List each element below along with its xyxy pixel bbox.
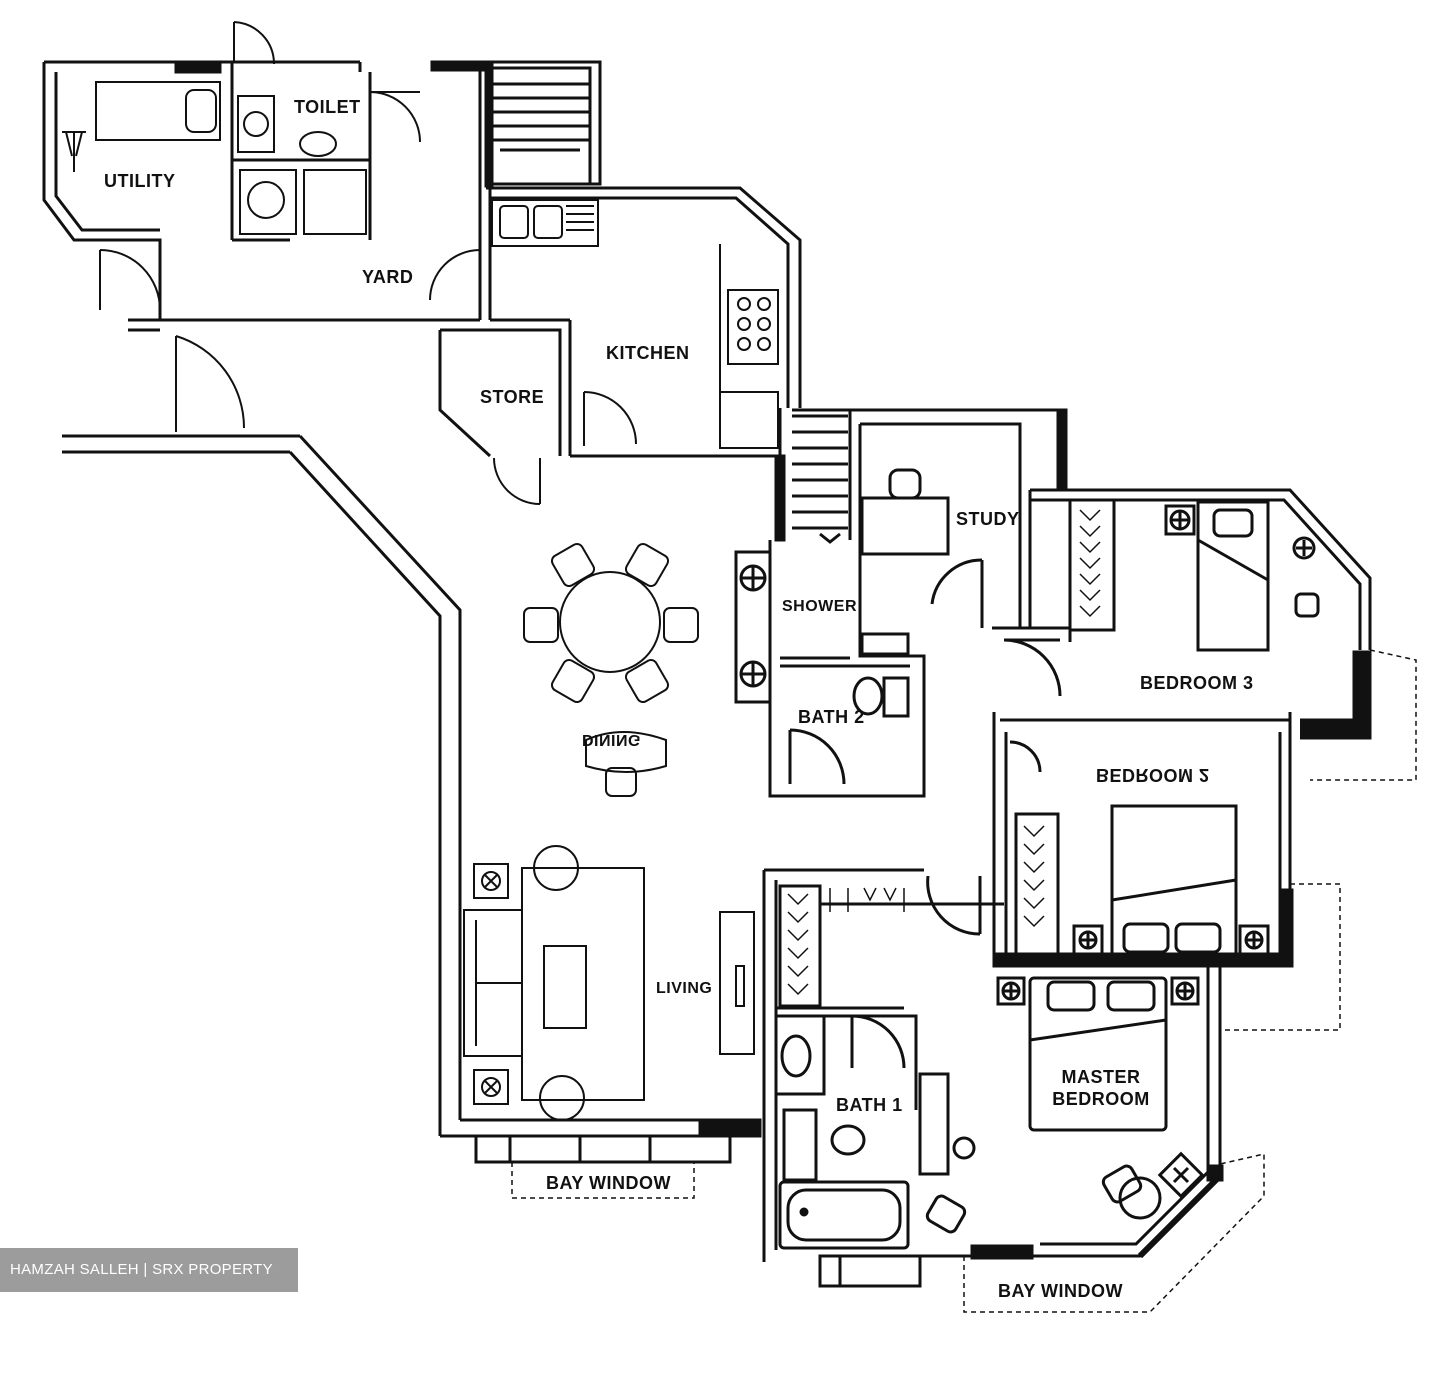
living-walls <box>62 434 762 1199</box>
room-label-yard: YARD <box>362 267 414 287</box>
room-label-living: LIVING <box>656 980 713 997</box>
stairs-top <box>484 60 602 188</box>
room-label-bath-1: BATH 1 <box>836 1095 903 1115</box>
kitchen-walls <box>438 186 802 542</box>
bedroom3-walls <box>992 488 1417 781</box>
master-walls <box>762 868 1265 1313</box>
room-label-dining: DINING <box>582 731 641 748</box>
room-label-bay-window-living: BAY WINDOW <box>546 1173 672 1193</box>
room-label-master-bedroom: MASTER BEDROOM <box>1052 1067 1150 1109</box>
room-label-store: STORE <box>480 387 545 407</box>
room-label-bay-window-master: BAY WINDOW <box>998 1281 1124 1301</box>
room-label-toilet: TOILET <box>294 97 361 117</box>
dining-table <box>523 542 699 797</box>
room-label-bedroom-2: BEDROOM 2 <box>1096 765 1210 785</box>
room-label-shower: SHOWER <box>782 598 857 615</box>
room-label-utility: UTILITY <box>104 171 176 191</box>
room-label-kitchen: KITCHEN <box>606 343 690 363</box>
bedroom2-walls <box>926 712 1341 1031</box>
room-label-study: STUDY <box>956 509 1020 529</box>
living-furniture <box>463 845 755 1121</box>
study-walls <box>850 408 1068 656</box>
toilet-fixtures <box>233 21 481 301</box>
utility-fixtures <box>62 81 221 311</box>
entrance-door <box>175 335 246 432</box>
kitchen-fixtures <box>491 199 779 505</box>
room-label-bedroom-3: BEDROOM 3 <box>1140 673 1254 693</box>
room-label-bath-2: BATH 2 <box>798 707 865 727</box>
service-walls <box>42 60 492 332</box>
watermark-banner: HAMZAH SALLEH | SRX PROPERTY <box>0 1248 298 1292</box>
